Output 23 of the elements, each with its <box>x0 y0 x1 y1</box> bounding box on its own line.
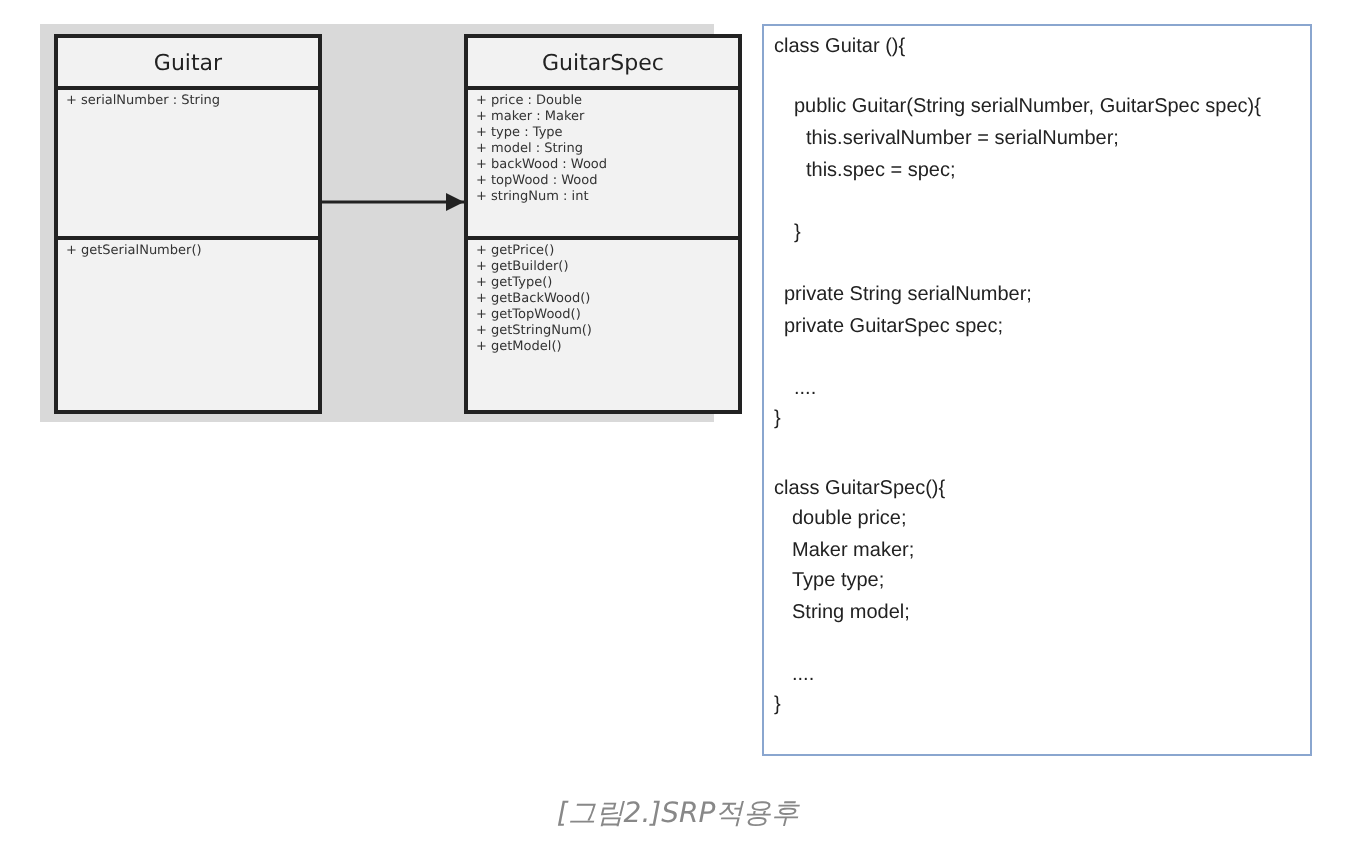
code-box <box>762 24 1312 756</box>
class-name: GuitarSpec <box>540 50 666 76</box>
code-line: String model; <box>792 602 910 624</box>
code-line: class Guitar (){ <box>774 36 906 58</box>
code-line: .... <box>792 664 815 686</box>
code-line: } <box>774 694 781 716</box>
code-line: } <box>794 222 801 244</box>
class-box <box>54 34 322 414</box>
code-line: public Guitar(String serialNumber, GuitarSpec spec){ <box>794 96 1261 118</box>
code-line: Maker maker; <box>792 540 915 562</box>
code-line: this.spec = spec; <box>806 160 956 182</box>
code-line: class GuitarSpec(){ <box>774 478 946 500</box>
code-line: this.serivalNumber = serialNumber; <box>806 128 1119 150</box>
class-box <box>464 34 742 414</box>
code-line: private String serialNumber; <box>784 284 1032 306</box>
code-line: } <box>774 408 781 430</box>
figure-caption: [그림2.]SRP적용후 <box>554 796 802 832</box>
code-line: .... <box>794 378 817 400</box>
code-line: double price; <box>792 508 907 530</box>
class-name: Guitar <box>151 50 225 76</box>
arrow <box>322 193 464 211</box>
code-line: private GuitarSpec spec; <box>784 316 1003 338</box>
code-line: Type type; <box>792 570 885 592</box>
